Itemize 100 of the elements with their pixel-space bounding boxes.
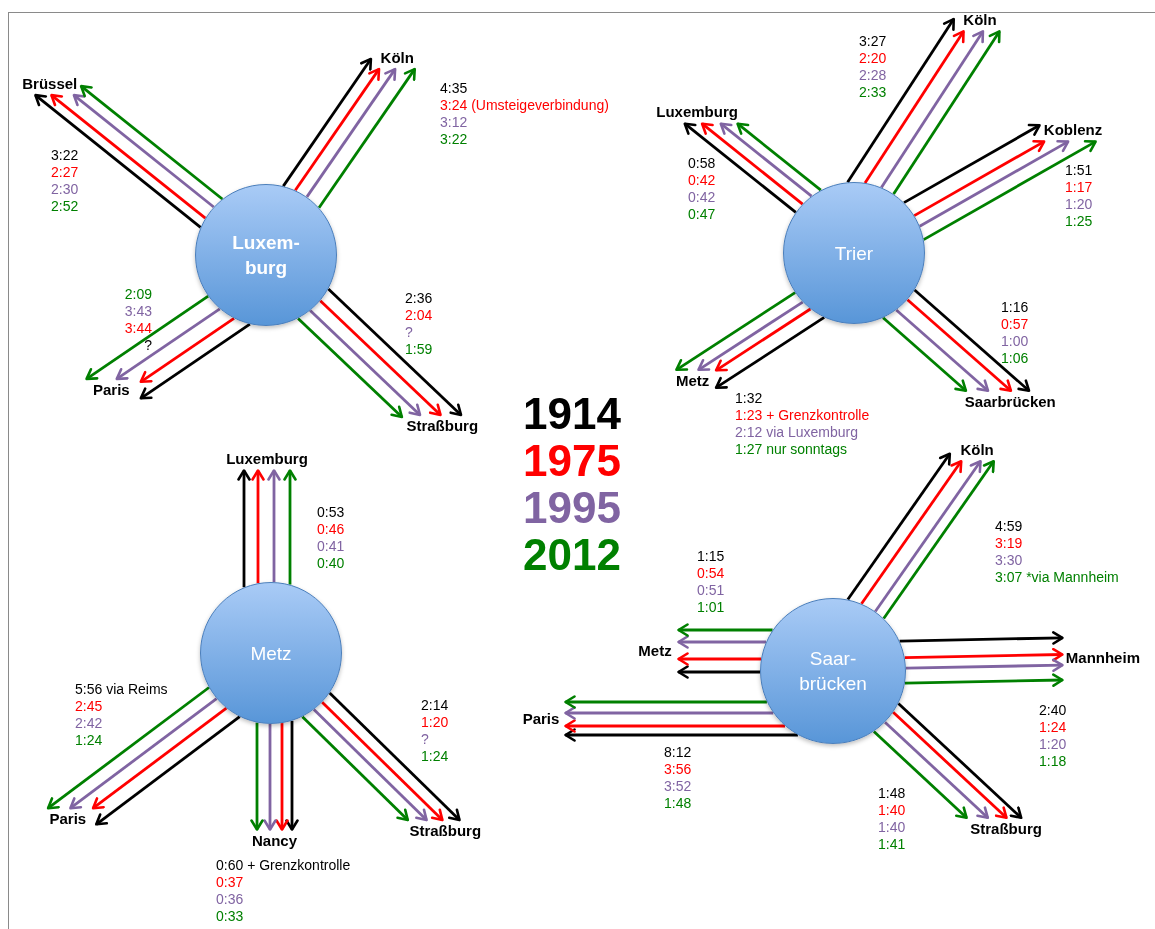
travel-time: ? [405,324,413,340]
arrow [903,123,1041,204]
city-label: Koblenz [1040,119,1106,142]
travel-time: 1:24 [75,732,103,748]
arrow [139,317,235,384]
city-label: Paris [82,379,141,402]
arrow [317,67,416,209]
travel-time: 1:24 [421,748,449,764]
arrow [69,697,218,810]
hub-label: Trier [834,241,874,266]
travel-time: 0:33 [216,908,244,924]
travel-time: 1:48 [664,795,692,811]
legend-year: 2012 [523,531,621,578]
travel-time: 0:37 [216,874,244,890]
travel-time: 2:20 [859,50,887,66]
arrow [677,635,766,649]
legend-year: 1995 [523,484,621,531]
travel-time: 2:30 [51,181,79,197]
travel-time: 0:54 [697,565,725,581]
arrow [251,469,265,584]
travel-time: 0:46 [317,521,345,537]
travel-time: 1:20 [1065,196,1093,212]
travel-time: 2:33 [859,84,887,100]
travel-time: 2:27 [51,164,79,180]
arrow [34,93,202,229]
travel-time: 2:09 [124,286,152,302]
city-label: Brüssel [18,72,81,95]
arrow [700,122,804,206]
arrow [872,730,968,820]
travel-time: 3:22 [440,131,468,147]
arrow [677,623,773,637]
travel-time: 2:36 [405,290,433,306]
arrow [327,287,463,417]
travel-time: 1:20 [1039,736,1067,752]
travel-time: 8:12 [664,744,692,760]
arrow [874,460,982,613]
travel-time: 3:27 [859,33,887,49]
city-label: Luxemburg [225,448,309,470]
arrow [919,140,1070,228]
arrow [319,299,442,417]
travel-time: 0:40 [317,555,345,571]
arrow [683,122,797,214]
travel-time: 1:25 [1065,213,1093,229]
arrow [892,30,1001,195]
travel-time: 3:12 [440,114,468,130]
travel-time: 2:52 [51,198,79,214]
travel-time: 3:43 [124,303,152,319]
travel-time: 3:19 [995,535,1023,551]
arrow [714,316,825,389]
arrow [714,307,812,372]
arrow [46,686,210,810]
travel-time: 0:57 [1001,316,1029,332]
arrow [860,460,963,605]
arrow [309,309,422,417]
travel-time: 1:16 [1001,299,1029,315]
arrow [50,93,207,220]
arrow [275,723,289,831]
travel-time: 0:42 [688,172,716,188]
travel-time: 2:28 [859,67,887,83]
city-label: Mannheim [1062,633,1143,684]
travel-time: 2:14 [421,697,449,713]
arrow [884,721,990,820]
city-label: Köln [950,438,1005,461]
travel-time: 3:30 [995,552,1023,568]
travel-time: 5:56 via Reims [75,681,168,697]
travel-time: 3:24 (Umsteigeverbindung) [440,97,609,113]
travel-time: 1:32 [735,390,763,406]
travel-time: 1:00 [1001,333,1029,349]
travel-time: 1:20 [421,714,449,730]
city-label: Straßburg [966,818,1047,841]
travel-time: 1:15 [697,548,725,564]
arrow [736,122,822,192]
arrow [564,706,774,720]
arrow [321,701,444,822]
arrow [139,322,251,400]
travel-time: 0:51 [697,582,725,598]
travel-time: 3:44 [124,320,152,336]
city-label: Nancy [246,830,303,852]
travel-time: 2:04 [405,307,433,323]
travel-time: ? [144,337,152,353]
arrow [677,652,761,666]
hub-label: Metz [250,641,292,666]
travel-time: 0:60 + Grenzkontrolle [216,857,351,873]
arrow [895,308,990,392]
arrow [697,300,804,372]
city-label: Straßburg [402,415,483,438]
city-label: Saarbrücken [961,391,1060,413]
arrow [892,711,1008,820]
travel-time: 0:41 [317,538,345,554]
travel-time: 2:40 [1039,702,1067,718]
travel-time: 1:48 [878,785,906,801]
arrow [923,140,1097,241]
arrow [719,122,813,198]
city-label: Luxemburg [655,101,740,124]
arrow [282,57,373,187]
travel-time: 0:42 [688,189,716,205]
arrow [72,93,215,209]
travel-time: 3:22 [51,147,79,163]
arrow [882,316,968,392]
travel-time: 1:17 [1065,179,1093,195]
